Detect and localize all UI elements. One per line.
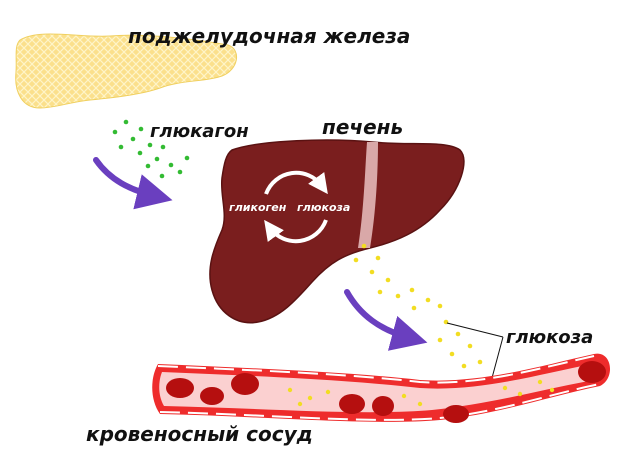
glucagon-label: глюкагон [150, 121, 249, 142]
cycle-arrow-bottom [264, 219, 328, 244]
vessel-wall-dashes [157, 355, 601, 421]
vessel-lumen [159, 364, 600, 413]
pancreas-organ [15, 33, 237, 109]
arrow-to-liver [93, 157, 173, 210]
vessel-glucose-dots [287, 379, 555, 407]
liver-ligament [358, 142, 378, 248]
vessel-label: кровеносный сосуд [86, 422, 313, 446]
glucose-dots [353, 243, 483, 369]
cycle-arrow-top [264, 170, 328, 195]
arrow-to-vessel [344, 289, 428, 351]
glucose-inner-label: глюкоза [297, 201, 350, 214]
liver-label: печень [322, 115, 403, 139]
pancreas-label: поджелудочная железа [128, 24, 410, 48]
glucose-label: глюкоза [506, 327, 593, 348]
glycogen-label: гликоген [229, 201, 287, 214]
liver-organ [209, 139, 465, 324]
blood-cells [166, 361, 606, 423]
